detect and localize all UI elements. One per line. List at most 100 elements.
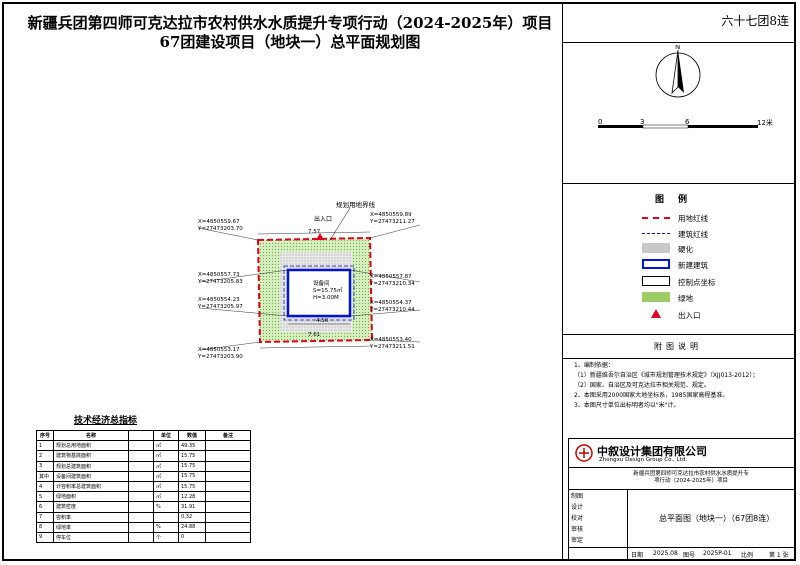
- kpi-cell: [205, 511, 251, 523]
- kpi-cell: [128, 511, 154, 523]
- entrance-label: 出入口: [314, 216, 333, 223]
- kpi-header-cell: 名称: [53, 429, 129, 442]
- site-red-line: [256, 236, 374, 344]
- coord-x: X=4850559.67: [198, 219, 240, 225]
- kpi-cell: 绿地面积: [53, 491, 129, 503]
- coord-x: X=4850559.89: [370, 212, 412, 218]
- kpi-cell: 3: [36, 460, 54, 472]
- kpi-cell: [128, 501, 154, 513]
- coord-x: X=4850557.73: [198, 272, 240, 278]
- legend-title: 图例: [562, 183, 794, 205]
- note-line: 3、本图尺寸单位出标明者均以"米"计。: [574, 402, 680, 409]
- kpi-cell: [128, 450, 154, 462]
- coord-y: Y=27473210.44: [370, 307, 415, 313]
- role-label: 审定: [571, 537, 584, 544]
- kpi-cell: 绿地率: [53, 521, 129, 533]
- coord-x: X=4850554.37: [370, 300, 412, 306]
- kpi-cell: [128, 470, 154, 482]
- kpi-cell: ㎡: [153, 450, 179, 462]
- kpi-cell: %: [153, 521, 179, 533]
- kpi-header-row: 序号名称单位数值备注: [36, 429, 251, 442]
- kpi-header-cell: 备注: [205, 429, 251, 442]
- kpi-cell: 5: [36, 491, 54, 503]
- dim-top: 7.57: [308, 229, 321, 235]
- coord-y: Y=27473211.27: [370, 219, 415, 225]
- dim-mid: 4.50: [316, 318, 329, 324]
- scale-tick-0: 0: [598, 118, 603, 126]
- legend-label: 新建建筑: [678, 261, 708, 270]
- site-plan: [197, 207, 421, 351]
- coord-x: X=4850553.40: [370, 337, 412, 343]
- kpi-cell: 1: [36, 440, 54, 452]
- legend-swatch: [642, 217, 670, 219]
- kpi-cell: 31.91: [178, 501, 206, 513]
- building-area: S=15.75㎡: [313, 288, 343, 294]
- entrance-marker: [316, 233, 324, 240]
- company-name-en: Zhongxu Design Group Co., Ltd.: [599, 457, 688, 463]
- company-logo-icon: [575, 444, 593, 462]
- legend-label: 硬化: [678, 245, 693, 254]
- svg-text:N: N: [675, 45, 680, 51]
- kpi-cell: 24.88: [178, 521, 206, 533]
- kpi-title: 技术经济总指标: [74, 416, 138, 426]
- kpi-header-cell: [128, 429, 154, 442]
- drawing-no: 2025P-01: [703, 550, 732, 557]
- kpi-cell: 15.75: [178, 460, 206, 472]
- kpi-cell: 49.35: [178, 440, 206, 452]
- dim-bottom: 7.61: [308, 332, 321, 338]
- building-info: 设备间 S=15.75㎡ H=3.00M: [313, 281, 342, 302]
- sheet-label: 第 1 张: [769, 552, 789, 559]
- legend-label: 用地红线: [678, 214, 708, 223]
- kpi-cell: 8: [36, 521, 54, 533]
- role-list: 制图 设计 校对 审核 审定: [571, 491, 583, 546]
- title-block: 中叙设计集团有限公司 Zhongxu Design Group Co., Ltd…: [568, 438, 795, 560]
- kpi-cell: [128, 460, 154, 472]
- kpi-cell: 15.75: [178, 470, 206, 482]
- date-value: 2025.08: [653, 550, 678, 557]
- kpi-cell: %: [153, 501, 179, 513]
- kpi-cell: 15.75: [178, 480, 206, 493]
- legend-label: 绿地: [678, 294, 693, 303]
- kpi-cell: [128, 521, 154, 533]
- corner-label: 六十七团8连: [721, 14, 789, 28]
- kpi-cell: ㎡: [153, 440, 179, 452]
- kpi-cell: 0: [178, 531, 206, 544]
- legend-swatch: [642, 292, 670, 302]
- legend-swatch: [642, 243, 670, 253]
- kpi-cell: ㎡: [153, 491, 179, 503]
- boundary-label: 规划用地界线: [336, 201, 375, 209]
- note-line: （2）国家、自治区及可克达拉市相关规范、规定。: [574, 382, 710, 389]
- legend-swatch: [642, 259, 670, 269]
- building-name: 设备间: [313, 281, 330, 287]
- kpi-cell: 15.75: [178, 450, 206, 462]
- kpi-cell: 7: [36, 511, 54, 523]
- kpi-cell: [128, 440, 154, 452]
- legend-label: 建筑红线: [678, 230, 708, 239]
- kpi-cell: [153, 511, 179, 523]
- corner-label-box: 六十七团8连: [562, 4, 795, 43]
- kpi-cell: 12.28: [178, 491, 206, 503]
- kpi-header-cell: 单位: [153, 429, 179, 442]
- legend-swatch: [651, 309, 661, 318]
- drawing-name: 总平面图（地块一）（67团8连）: [659, 514, 775, 523]
- kpi-cell: 6: [36, 501, 54, 513]
- kpi-cell: 规划总用地面积: [53, 440, 129, 452]
- right-column: [562, 42, 795, 559]
- kpi-cell: 0.32: [178, 511, 206, 523]
- title-line-2: 67团建设项目（地块一）总平面规划图: [159, 33, 421, 51]
- kpi-cell: [128, 480, 154, 493]
